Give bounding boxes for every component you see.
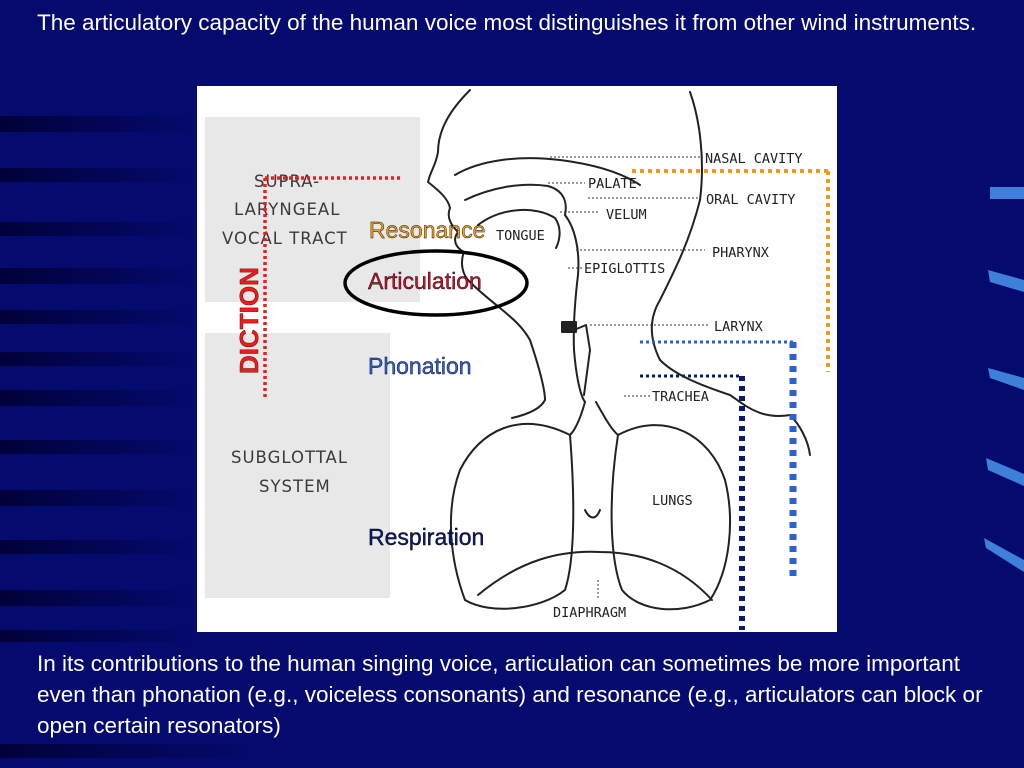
label-supra-line3: VOCAL TRACT: [222, 229, 348, 248]
label-phonation: Phonation: [368, 353, 472, 379]
right-light-streaks: [984, 187, 1024, 572]
label-diction: DICTION: [234, 267, 264, 374]
label-epiglottis: EPIGLOTTIS: [584, 261, 665, 277]
label-sub-line1: SUBGLOTTAL: [231, 448, 348, 467]
pointer-arrows: [548, 156, 710, 600]
articulation-ellipse: [343, 249, 529, 317]
label-sub-line2: SYSTEM: [259, 477, 331, 496]
slide-title: The articulatory capacity of the human v…: [37, 10, 977, 35]
left-dark-streaks: [0, 116, 260, 758]
slide-body: In its contributions to the human singin…: [37, 651, 983, 738]
resonance-bracket: [632, 169, 830, 372]
label-nasal-cavity: NASAL CAVITY: [705, 151, 803, 167]
label-articulation: Articulation: [368, 268, 482, 294]
label-velum: VELUM: [606, 207, 647, 223]
label-palate: PALATE: [588, 176, 637, 192]
label-respiration: Respiration: [368, 524, 484, 550]
label-pharynx: PHARYNX: [712, 245, 769, 261]
subglottal-region: [205, 333, 390, 598]
label-diaphragm: DIAPHRAGM: [553, 605, 626, 621]
label-resonance: Resonance: [369, 217, 485, 243]
label-larynx: LARYNX: [714, 319, 763, 335]
label-tongue: TONGUE: [496, 228, 545, 244]
anatomy-outline: [427, 89, 811, 611]
label-supra-line1: SUPRA-: [254, 172, 320, 191]
label-supra-line2: LARYNGEAL: [234, 200, 340, 219]
label-lungs: LUNGS: [652, 493, 693, 509]
diction-bracket: [263, 176, 400, 400]
label-oral-cavity: ORAL CAVITY: [706, 192, 795, 208]
label-trachea: TRACHEA: [652, 389, 709, 405]
supralaryngeal-region: [205, 117, 420, 302]
